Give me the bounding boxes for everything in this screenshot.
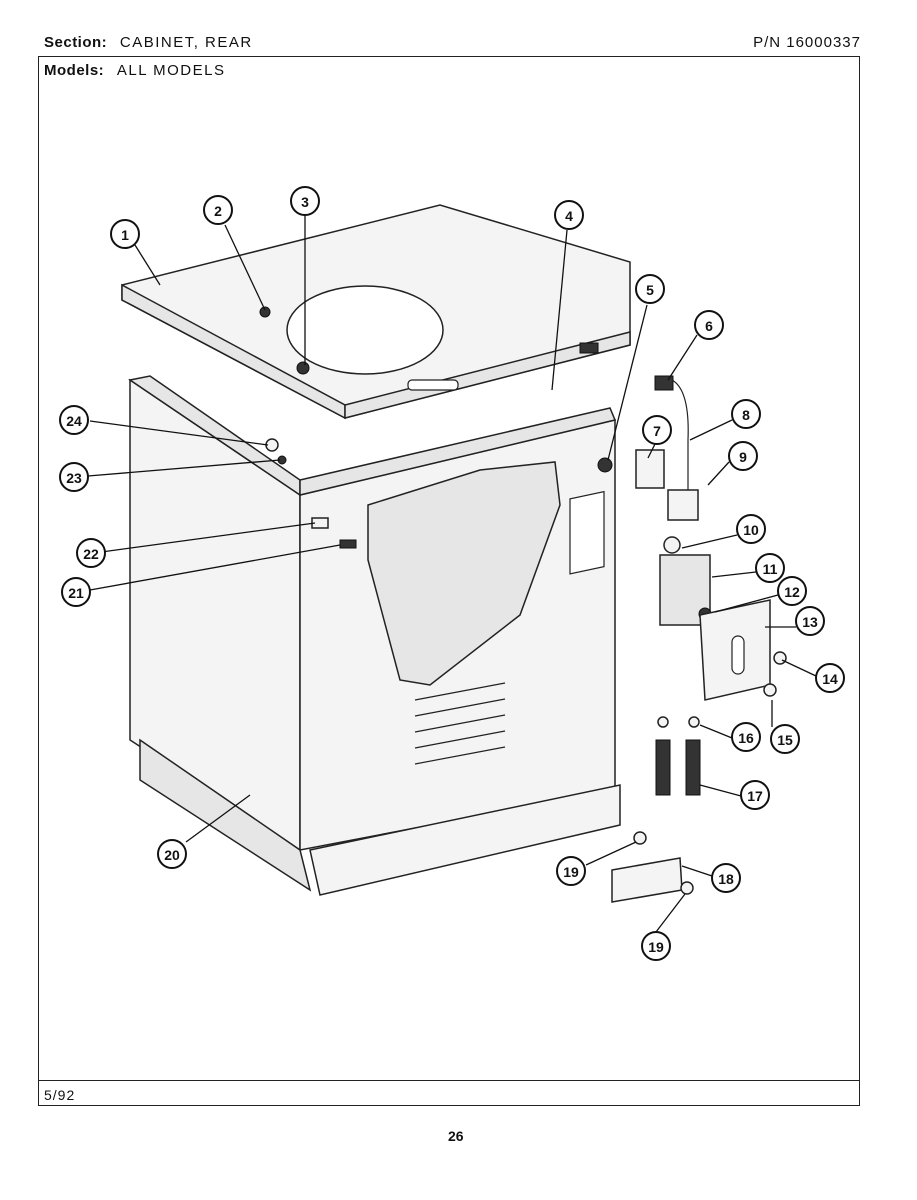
callout-19-upper: 19 xyxy=(556,856,586,886)
models-line: Models: ALL MODELS xyxy=(44,62,226,79)
callout-12: 12 xyxy=(777,576,807,606)
svg-text:5: 5 xyxy=(646,282,654,298)
svg-text:11: 11 xyxy=(763,561,778,577)
svg-text:7: 7 xyxy=(653,423,661,439)
svg-text:2: 2 xyxy=(214,203,222,219)
inlet-hoses-illustration xyxy=(655,716,701,796)
cabinet-body-illustration xyxy=(128,375,621,896)
callout-10: 10 xyxy=(736,514,766,544)
svg-text:16: 16 xyxy=(738,730,754,746)
svg-text:12: 12 xyxy=(784,584,800,600)
svg-text:8: 8 xyxy=(742,407,750,423)
svg-text:10: 10 xyxy=(743,522,759,538)
section-label: Section: xyxy=(44,34,108,51)
svg-text:24: 24 xyxy=(66,413,82,429)
callout-20: 20 xyxy=(157,839,187,869)
svg-text:17: 17 xyxy=(747,788,763,804)
section-value: CABINET, REAR xyxy=(119,34,253,51)
svg-text:13: 13 xyxy=(802,614,818,630)
callout-16: 16 xyxy=(731,722,761,752)
svg-text:22: 22 xyxy=(83,546,99,562)
svg-text:20: 20 xyxy=(164,847,180,863)
callout-24: 24 xyxy=(59,405,89,435)
bracket-illustration xyxy=(611,831,694,903)
callout-18: 18 xyxy=(711,863,741,893)
callout-5: 5 xyxy=(635,274,665,304)
callout-6: 6 xyxy=(694,310,724,340)
callout-15: 15 xyxy=(770,724,800,754)
svg-text:19: 19 xyxy=(563,864,579,880)
svg-text:3: 3 xyxy=(301,194,309,210)
leader-lines xyxy=(87,215,817,933)
svg-text:9: 9 xyxy=(739,449,747,465)
svg-text:6: 6 xyxy=(705,318,713,334)
models-label: Models: xyxy=(44,62,105,79)
callout-7: 7 xyxy=(642,415,672,445)
callout-9: 9 xyxy=(728,441,758,471)
footer-divider xyxy=(38,1080,860,1081)
callout-1: 1 xyxy=(110,219,140,249)
svg-text:1: 1 xyxy=(121,227,129,243)
part-number: P/N 16000337 xyxy=(753,34,861,51)
svg-text:21: 21 xyxy=(68,585,84,601)
models-value: ALL MODELS xyxy=(116,62,226,79)
svg-text:14: 14 xyxy=(822,671,838,687)
callout-21: 21 xyxy=(61,577,91,607)
diagram-frame xyxy=(38,56,860,1106)
callout-23: 23 xyxy=(59,462,89,492)
callout-11: 11 xyxy=(755,553,785,583)
revision-date: 5/92 xyxy=(44,1087,76,1103)
callout-13: 13 xyxy=(795,606,825,636)
svg-text:18: 18 xyxy=(718,871,734,887)
callout-3: 3 xyxy=(290,186,320,216)
callout-8: 8 xyxy=(731,399,761,429)
callout-17: 17 xyxy=(740,780,770,810)
water-valve-illustration xyxy=(635,375,787,701)
callout-4: 4 xyxy=(554,200,584,230)
callout-22: 22 xyxy=(76,538,106,568)
svg-text:15: 15 xyxy=(777,732,793,748)
svg-text:4: 4 xyxy=(565,208,573,224)
side-fasteners-illustration xyxy=(265,438,357,549)
svg-text:19: 19 xyxy=(648,939,664,955)
section-title: Section: CABINET, REAR xyxy=(44,34,253,51)
callout-14: 14 xyxy=(815,663,845,693)
page-number: 26 xyxy=(448,1128,464,1144)
callout-19-lower: 19 xyxy=(641,931,671,961)
svg-text:23: 23 xyxy=(66,470,82,486)
callout-2: 2 xyxy=(203,195,233,225)
cabinet-top-illustration xyxy=(121,204,631,420)
